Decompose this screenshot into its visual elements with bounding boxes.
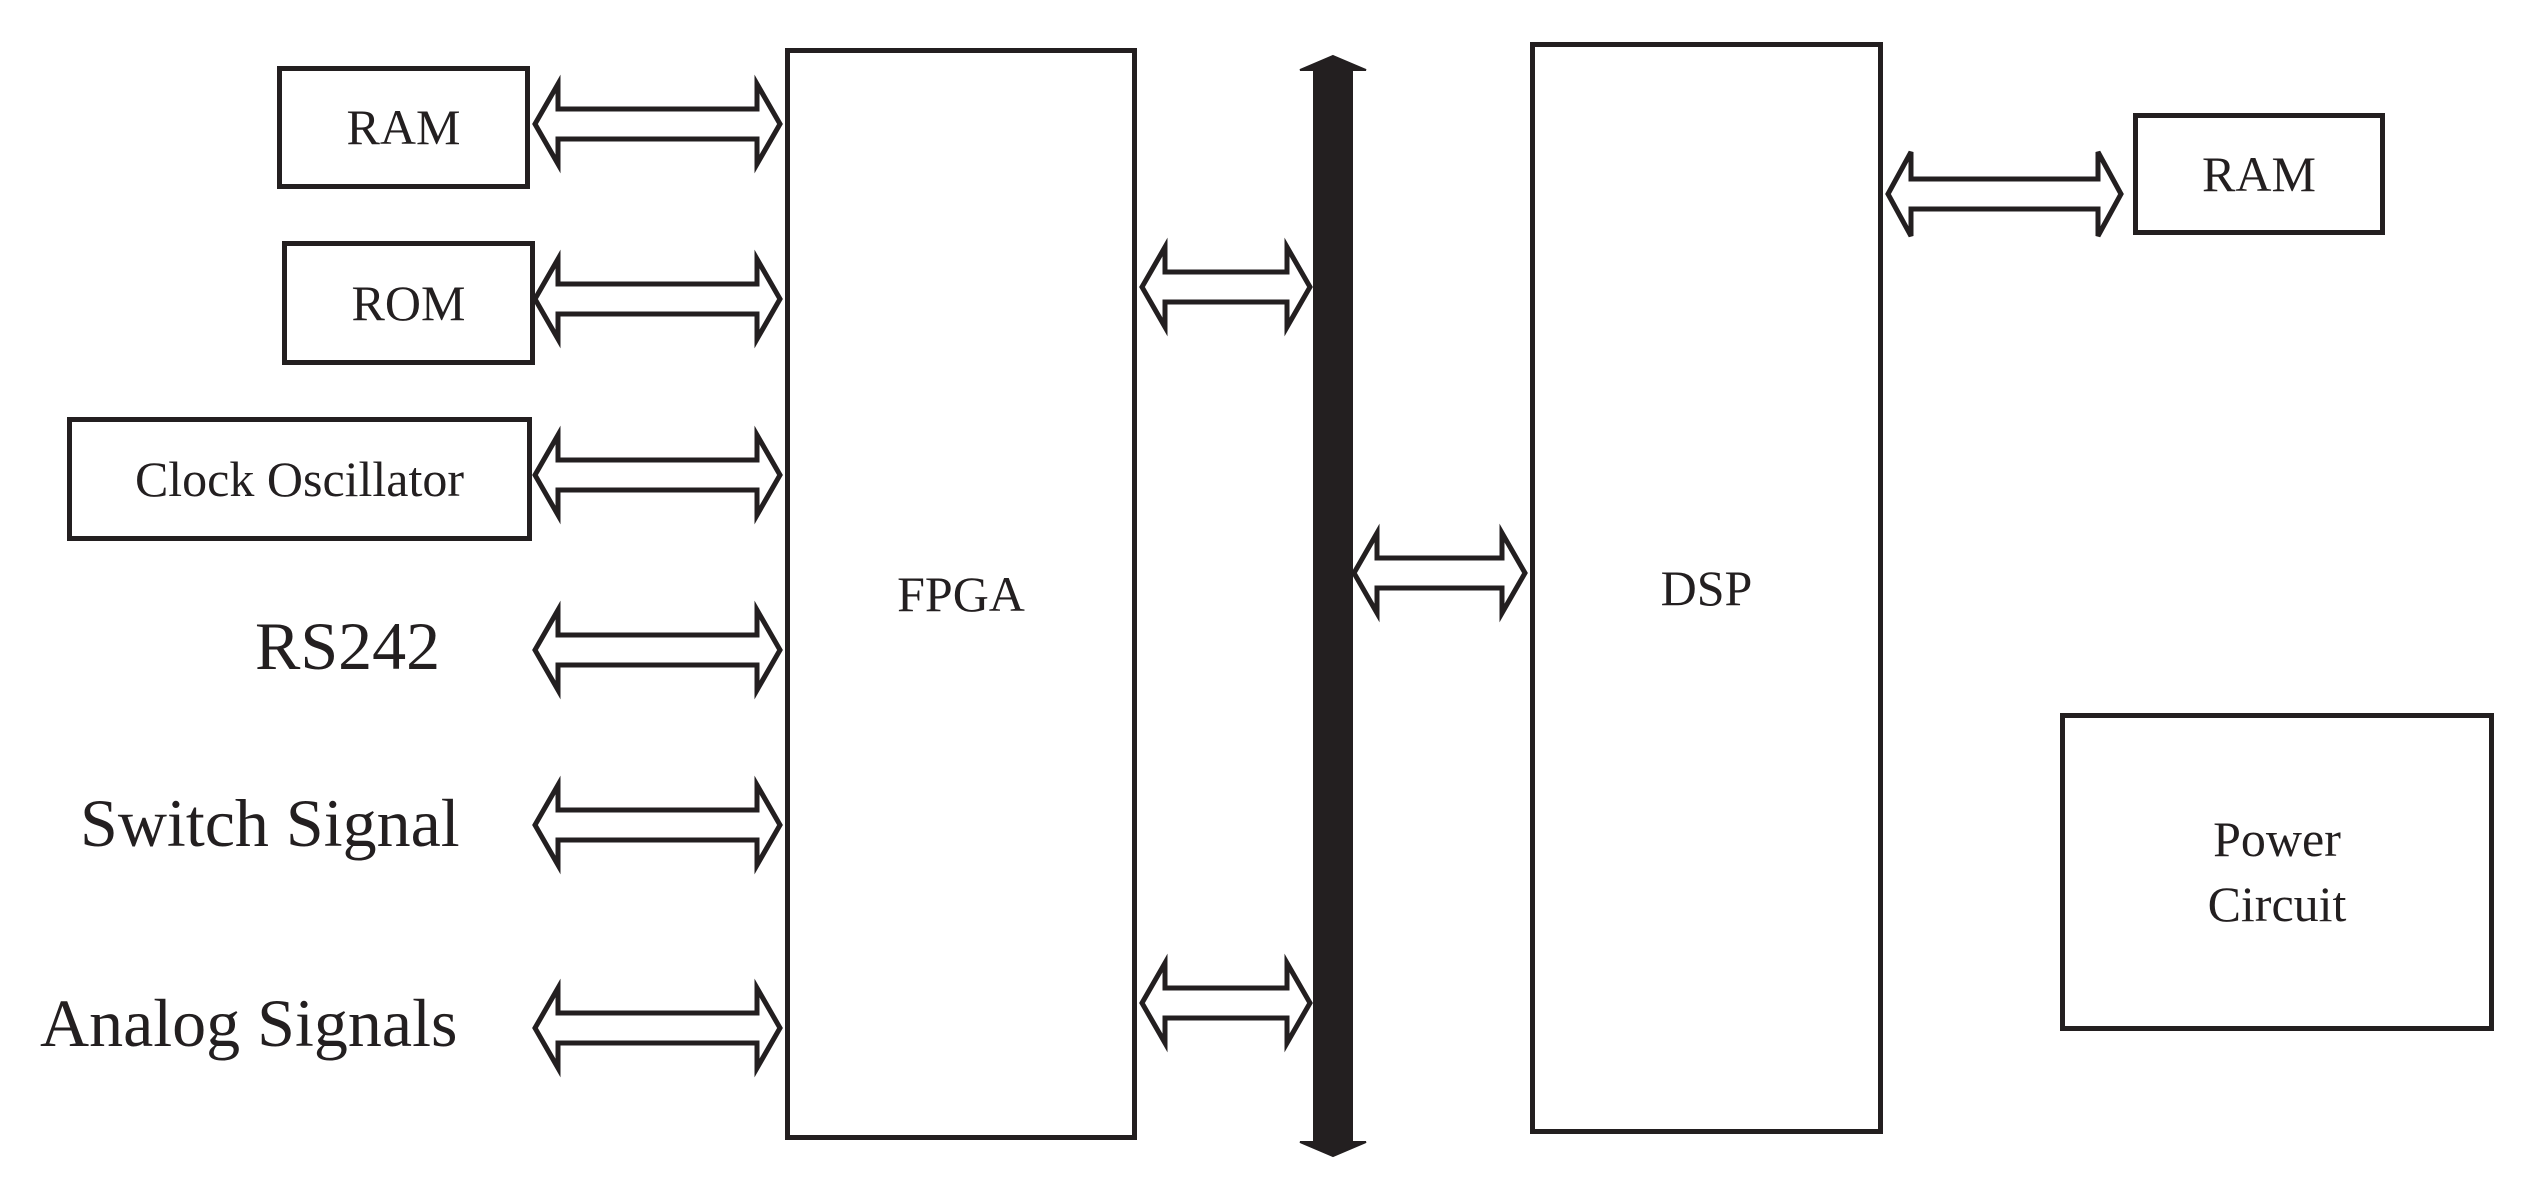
rom-fpga-double-arrow: [532, 249, 783, 349]
fpga-block: FPGA: [785, 48, 1137, 1140]
dsp-block: DSP: [1530, 42, 1883, 1134]
ram-label-right: RAM: [2202, 145, 2316, 202]
dsp-label: DSP: [1660, 559, 1753, 616]
clock-oscillator-label: Clock Oscillator: [134, 450, 465, 507]
ram-fpga-double-arrow: [532, 74, 783, 174]
system-bus: [1299, 54, 1367, 1158]
rs242-fpga-double-arrow: [532, 600, 783, 700]
power-circuit-box: Power Circuit: [2060, 713, 2494, 1031]
rom-label: ROM: [351, 274, 466, 331]
analog-fpga-double-arrow: [532, 978, 783, 1078]
dsp-ram-double-arrow: [1885, 150, 2124, 238]
ram-box-right: RAM: [2133, 113, 2385, 235]
switch-signal-label: Switch Signal: [80, 785, 460, 861]
bus-dsp-double-arrow: [1351, 523, 1528, 623]
clock-fpga-double-arrow: [532, 425, 783, 525]
rom-box: ROM: [282, 241, 535, 365]
ram-box-left: RAM: [277, 66, 530, 189]
fpga-bus-lower-double-arrow: [1139, 953, 1313, 1053]
switch-fpga-double-arrow: [532, 775, 783, 875]
power-circuit-label: Power Circuit: [2207, 811, 2347, 932]
clock-oscillator-box: Clock Oscillator: [67, 417, 532, 541]
analog-signals-label: Analog Signals: [40, 985, 458, 1061]
fpga-label: FPGA: [897, 565, 1025, 622]
fpga-bus-upper-double-arrow: [1139, 237, 1313, 337]
rs242-label: RS242: [255, 608, 441, 684]
ram-label-left: RAM: [346, 99, 461, 155]
